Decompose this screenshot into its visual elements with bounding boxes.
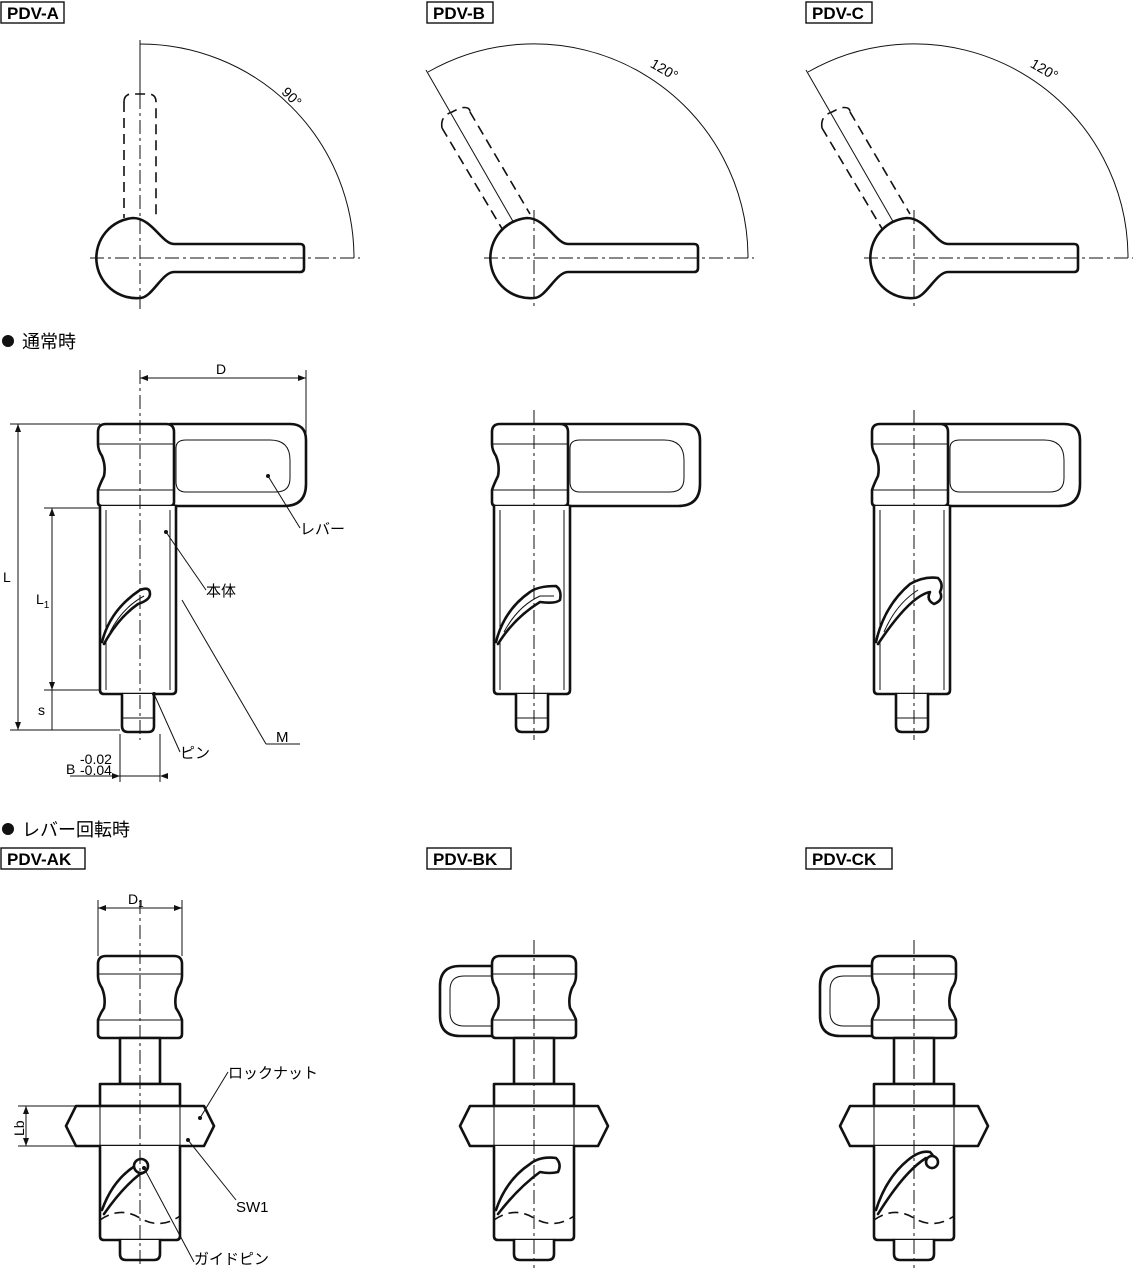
- tag-pdv-ak: PDV-AK: [0, 847, 86, 870]
- tag-pdv-b-text: PDV-B: [433, 4, 485, 23]
- rotated-view-b: [438, 940, 610, 1268]
- rotated-view-a: D1 Lb ロックナット SW1 ガイドピン: [11, 891, 318, 1268]
- side-view-b: [490, 410, 702, 740]
- dim-b: B: [66, 761, 75, 777]
- label-m: M: [276, 729, 289, 746]
- dim-l1: L1: [36, 591, 50, 611]
- dim-lb: Lb: [11, 1120, 27, 1136]
- label-body: 本体: [206, 583, 236, 600]
- top-view-c: 120°: [805, 43, 1133, 306]
- top-view-a: 90°: [90, 40, 360, 310]
- dim-s: s: [38, 702, 45, 718]
- dim-b-lower: -0.04: [80, 762, 112, 778]
- label-locknut: ロックナット: [228, 1065, 318, 1082]
- tag-pdv-bk-text: PDV-BK: [433, 850, 498, 869]
- tag-pdv-ak-text: PDV-AK: [7, 850, 72, 869]
- tag-pdv-c-text: PDV-C: [812, 4, 864, 23]
- dim-d1: D1: [128, 891, 144, 910]
- section-rotated: レバー回転時: [22, 820, 130, 840]
- label-lever: レバー: [300, 521, 345, 538]
- side-view-a: D L L1 s B -0.02 -0.04 レバー 本体 M ピン: [3, 361, 345, 782]
- tag-pdv-ck: PDV-CK: [805, 847, 893, 870]
- tag-pdv-c: PDV-C: [805, 1, 873, 24]
- dim-b-upper: -0.02: [80, 751, 112, 767]
- side-view-c: [870, 410, 1082, 740]
- tag-pdv-ck-text: PDV-CK: [812, 850, 877, 869]
- dim-l: L: [3, 569, 11, 585]
- label-guide-pin: ガイドピン: [194, 1251, 269, 1268]
- angle-a: 90°: [279, 84, 305, 110]
- top-view-b: 120°: [425, 43, 754, 306]
- tag-pdv-bk: PDV-BK: [426, 847, 512, 870]
- bullet-icon: [2, 335, 14, 347]
- tag-pdv-a: PDV-A: [0, 1, 65, 24]
- dim-d: D: [216, 361, 226, 377]
- label-pin: ピン: [180, 745, 210, 762]
- rotated-view-c: [818, 940, 990, 1268]
- bullet-icon: [2, 823, 14, 835]
- label-sw1: SW1: [236, 1199, 269, 1216]
- tag-pdv-a-text: PDV-A: [7, 4, 59, 23]
- tag-pdv-b: PDV-B: [426, 1, 494, 24]
- section-normal: 通常時: [22, 332, 76, 352]
